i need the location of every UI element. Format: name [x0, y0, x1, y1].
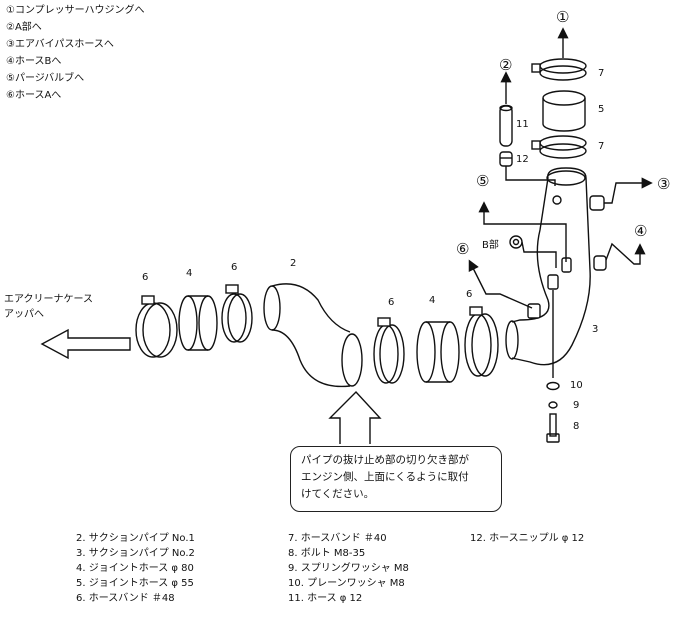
callout-6: ⑥	[456, 240, 470, 258]
parts-list-item: 4. ジョイントホース φ 80	[76, 563, 194, 574]
parts-list-item: 6. ホースバンド ＃48	[76, 593, 175, 604]
air-cleaner-line-1: エアクリーナケース	[4, 294, 93, 305]
callout-2: ②	[499, 56, 513, 74]
part-label-6-a: 6	[142, 272, 149, 283]
part-label-12: 12	[516, 154, 529, 165]
parts-list-item: 9. スプリングワッシャ M8	[288, 563, 409, 574]
hose-band-7-mid	[531, 135, 587, 159]
destination-list: ①コンプレッサーハウジングへ ②A部へ ③エアバイパスホースへ ④ホースBへ ⑤…	[6, 2, 144, 104]
arrow-6	[468, 259, 533, 309]
destination-3: ③エアバイパスホースへ	[6, 39, 114, 50]
parts-list-item: 10. プレーンワッシャ M8	[288, 578, 405, 589]
callout-1: ①	[556, 8, 570, 26]
destination-6: ⑥ホースAへ	[6, 90, 62, 101]
air-cleaner-line-2: アッパへ	[4, 309, 44, 320]
note-line-1: パイプの抜け止め部の切り欠き部が	[301, 454, 469, 466]
part-label-6-d: 6	[466, 289, 473, 300]
parts-list-item: 3. サクションパイプ No.2	[76, 548, 195, 559]
parts-list-item: 7. ホースバンド ＃40	[288, 533, 387, 544]
hose-11	[499, 104, 513, 147]
joint-hose-4-b	[416, 321, 460, 383]
bolt-8	[546, 413, 560, 443]
hose-nipple-12	[499, 151, 513, 167]
suction-pipe-1	[263, 283, 363, 388]
hose-band-6-d	[464, 306, 499, 377]
parts-list-item: 12. ホースニップル φ 12	[470, 533, 585, 544]
destination-1: ①コンプレッサーハウジングへ	[6, 5, 145, 16]
parts-list-col-2: 7. ホースバンド ＃40 8. ボルト M8-35 9. スプリングワッシャ …	[288, 531, 409, 606]
part-label-7-top: 7	[598, 68, 605, 79]
part-label-6-b: 6	[231, 262, 238, 273]
part-label-4-b: 4	[429, 295, 436, 306]
b-part-label: B部	[482, 240, 499, 251]
b-part-fitting	[509, 235, 523, 249]
parts-list-item: 2. サクションパイプ No.1	[76, 533, 195, 544]
part-label-6-c: 6	[388, 297, 395, 308]
hose-band-7-top	[531, 58, 587, 81]
arrow-3	[604, 177, 653, 204]
destination-4: ④ホースBへ	[6, 56, 62, 67]
parts-list-col-1: 2. サクションパイプ No.1 3. サクションパイプ No.2 4. ジョイ…	[76, 531, 195, 606]
part-label-2: 2	[290, 258, 297, 269]
parts-list-item: 8. ボルト M8-35	[288, 548, 366, 559]
destination-2: ②A部へ	[6, 22, 42, 33]
arrow-5	[478, 201, 567, 262]
parts-list-col-3: 12. ホースニップル φ 12	[470, 531, 584, 546]
air-cleaner-arrow	[40, 328, 131, 360]
part-label-11: 11	[516, 119, 529, 130]
part-label-5: 5	[598, 104, 605, 115]
callout-4: ④	[634, 222, 648, 240]
part-label-8: 8	[573, 421, 580, 432]
plain-washer-10	[546, 381, 560, 391]
note-arrow	[328, 390, 382, 444]
callout-5: ⑤	[476, 172, 490, 190]
installation-note: パイプの抜け止め部の切り欠き部が エンジン側、上面にくるように取付 けてください…	[290, 446, 502, 512]
note-line-3: けてください。	[301, 488, 375, 500]
part-label-7-mid: 7	[598, 141, 605, 152]
joint-hose-5	[542, 90, 586, 132]
part-label-9: 9	[573, 400, 580, 411]
hose-band-6-b	[221, 284, 253, 343]
joint-hose-4-a	[178, 295, 218, 351]
note-line-2: エンジン側、上面にくるように取付	[301, 471, 469, 483]
destination-5: ⑤パージバルブへ	[6, 73, 85, 84]
arrow-4	[605, 242, 646, 265]
part-label-3: 3	[592, 324, 599, 335]
hose-band-6-c	[373, 317, 405, 384]
part-label-10: 10	[570, 380, 583, 391]
air-cleaner-label: エアクリーナケース アッパへ	[4, 292, 93, 322]
parts-list-item: 11. ホース φ 12	[288, 593, 363, 604]
hose-band-6-a	[135, 295, 178, 358]
part-label-4-a: 4	[186, 268, 193, 279]
spring-washer-9	[548, 401, 558, 409]
parts-list-item: 5. ジョイントホース φ 55	[76, 578, 194, 589]
suction-pipe-2	[505, 167, 607, 366]
callout-3: ③	[657, 175, 671, 193]
